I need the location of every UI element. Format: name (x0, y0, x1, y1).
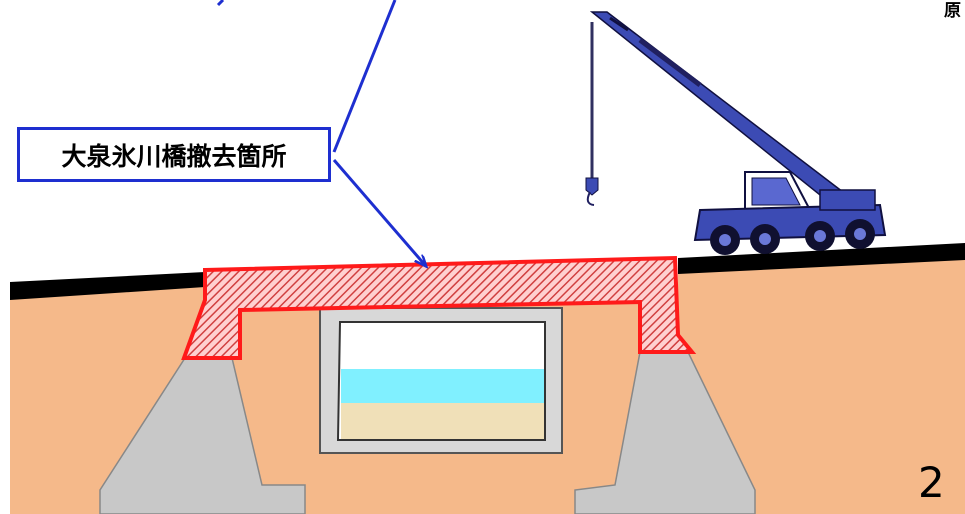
removal-location-text: 大泉氷川橋撤去箇所 (61, 141, 287, 171)
removal-location-label: 大泉氷川橋撤去箇所 (17, 127, 331, 182)
arrow-icon (332, 159, 425, 265)
crane-icon (585, 11, 887, 255)
right-abutment (574, 351, 756, 514)
corner-text: 原 (944, 1, 961, 21)
sediment-layer (341, 403, 544, 439)
arrow-icon (332, 0, 397, 153)
arrow-icon (216, 0, 225, 7)
left-abutment (99, 357, 306, 514)
water-layer (341, 369, 544, 403)
bridge-removal-area (181, 255, 697, 360)
road-surface (10, 243, 965, 300)
page-number: 2 (918, 458, 945, 507)
